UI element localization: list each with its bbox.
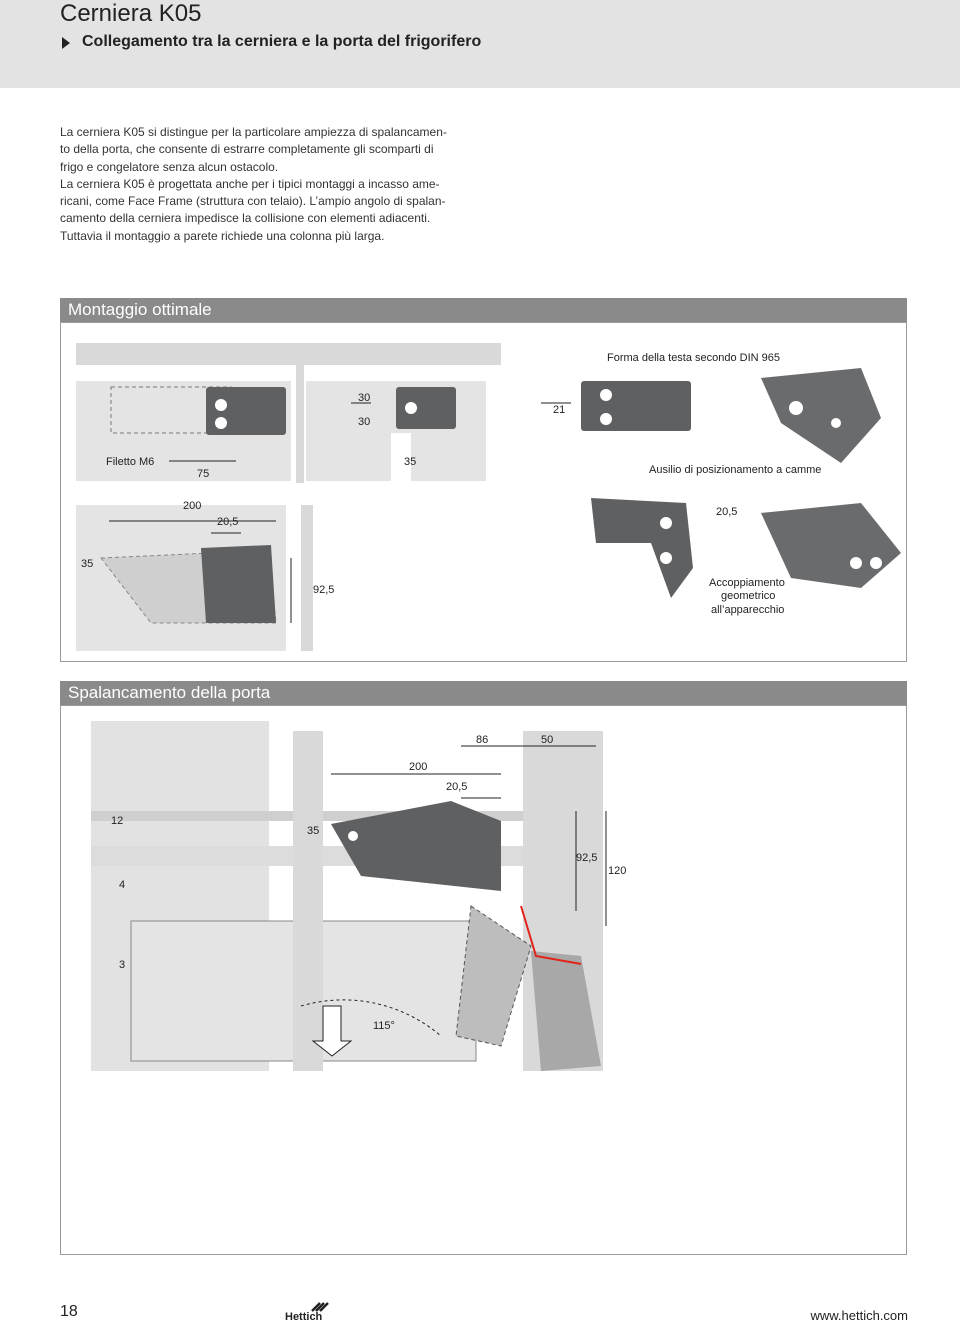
- mounting-hole: [600, 413, 612, 425]
- mounting-hole: [348, 831, 358, 841]
- mounting-hole: [850, 557, 862, 569]
- page-number: 18: [60, 1303, 78, 1320]
- door-swing-path: [455, 905, 532, 1047]
- mounting-hole: [870, 557, 882, 569]
- mounting-hole: [660, 517, 672, 529]
- label-d200: 200: [183, 500, 201, 512]
- label-d205b: 20,5: [716, 506, 737, 518]
- label-d86: 86: [476, 734, 488, 746]
- logo-mark: [311, 1302, 329, 1312]
- bracket-3d-bottom: [761, 503, 901, 588]
- door-opened: [531, 951, 601, 1071]
- angle-arc: [300, 999, 442, 1037]
- intro-text: La cerniera K05 si distingue per la part…: [60, 124, 480, 245]
- mounting-hole: [660, 552, 672, 564]
- label-d35b: 35: [81, 558, 93, 570]
- label-thread: Filetto M6: [106, 456, 154, 468]
- hinge-plate-right: [581, 381, 691, 431]
- red-clearance-line: [520, 905, 582, 965]
- intro-line: La cerniera K05 si distingue per la part…: [60, 125, 447, 139]
- label-d205a: 20,5: [217, 516, 238, 528]
- hinge-body-side: [201, 545, 276, 623]
- label-d4: 4: [119, 879, 125, 891]
- intro-line: La cerniera K05 è progettata anche per i…: [60, 176, 440, 191]
- section-mounting-figures: Forma della testa secondo DIN 965 Filett…: [60, 322, 907, 662]
- label-coupling-1: Accoppiamento: [709, 577, 785, 589]
- hinge-closed: [331, 801, 501, 891]
- arrow-right-icon: [62, 37, 70, 49]
- label-d50: 50: [541, 734, 553, 746]
- section-door-opening-figure: 86 50 200 20,5 12 35 92,5 120 4 3 115°: [60, 705, 907, 1255]
- header-band: [0, 0, 960, 88]
- dashed-outline: [110, 386, 232, 434]
- label-d21: 21: [553, 404, 565, 416]
- intro-line: to della porta, che consente di estrarre…: [60, 142, 434, 157]
- label-angle: 115°: [373, 1020, 395, 1032]
- label-d925: 92,5: [576, 852, 597, 864]
- center-post: [293, 731, 323, 1071]
- mounting-hole: [600, 389, 612, 401]
- label-d35a: 35: [404, 456, 416, 468]
- label-d12: 12: [111, 815, 123, 827]
- label-coupling-2: geometrico: [721, 590, 775, 602]
- label-d925: 92,5: [313, 584, 334, 596]
- mounting-hole: [215, 399, 227, 411]
- label-d205: 20,5: [446, 781, 467, 793]
- page-subtitle: Collegamento tra la cerniera e la porta …: [82, 33, 482, 50]
- side-post: [301, 505, 313, 651]
- label-d30a: 30: [358, 392, 370, 404]
- label-d3: 3: [119, 959, 125, 971]
- mounting-hole: [215, 417, 227, 429]
- bracket-flat: [591, 498, 693, 598]
- page-title: Cerniera K05: [60, 0, 202, 27]
- post: [296, 343, 304, 483]
- mounting-hole: [831, 418, 841, 428]
- intro-line: ricani, come Face Frame (struttura con t…: [60, 194, 446, 209]
- label-cam: Ausilio di posizionamento a camme: [649, 464, 821, 476]
- intro-line: Tuttavia il montaggio a parete richiede …: [60, 228, 385, 243]
- label-din: Forma della testa secondo DIN 965: [607, 352, 780, 364]
- mounting-diagram: Forma della testa secondo DIN 965 Filett…: [76, 343, 901, 651]
- hinge-plate-middle: [396, 387, 456, 429]
- bracket-3d-top: [761, 368, 881, 463]
- label-d200: 200: [409, 761, 427, 773]
- arrow-down-icon: [311, 1005, 353, 1057]
- gap: [391, 433, 411, 483]
- footer-url: www.hettich.com: [810, 1308, 908, 1323]
- top-panel: [76, 343, 501, 365]
- label-d30b: 30: [358, 416, 370, 428]
- section-header-mounting: Montaggio ottimale: [60, 298, 907, 322]
- mounting-hole: [789, 401, 803, 415]
- label-coupling-3: all’apparecchio: [711, 604, 784, 616]
- logo-text: Hettich: [285, 1311, 323, 1322]
- hettich-logo: Hettich: [285, 1302, 329, 1322]
- intro-line: frigo e congelatore senza alcun ostacolo…: [60, 159, 279, 174]
- mounting-hole: [405, 402, 417, 414]
- intro-line: camento della cerniera impedisce la coll…: [60, 211, 431, 226]
- label-d120: 120: [608, 865, 626, 877]
- label-d35: 35: [307, 825, 319, 837]
- label-d75: 75: [197, 468, 209, 480]
- door-opening-diagram: 86 50 200 20,5 12 35 92,5 120 4 3 115°: [91, 721, 626, 1071]
- section-header-door-opening: Spalancamento della porta: [60, 681, 907, 705]
